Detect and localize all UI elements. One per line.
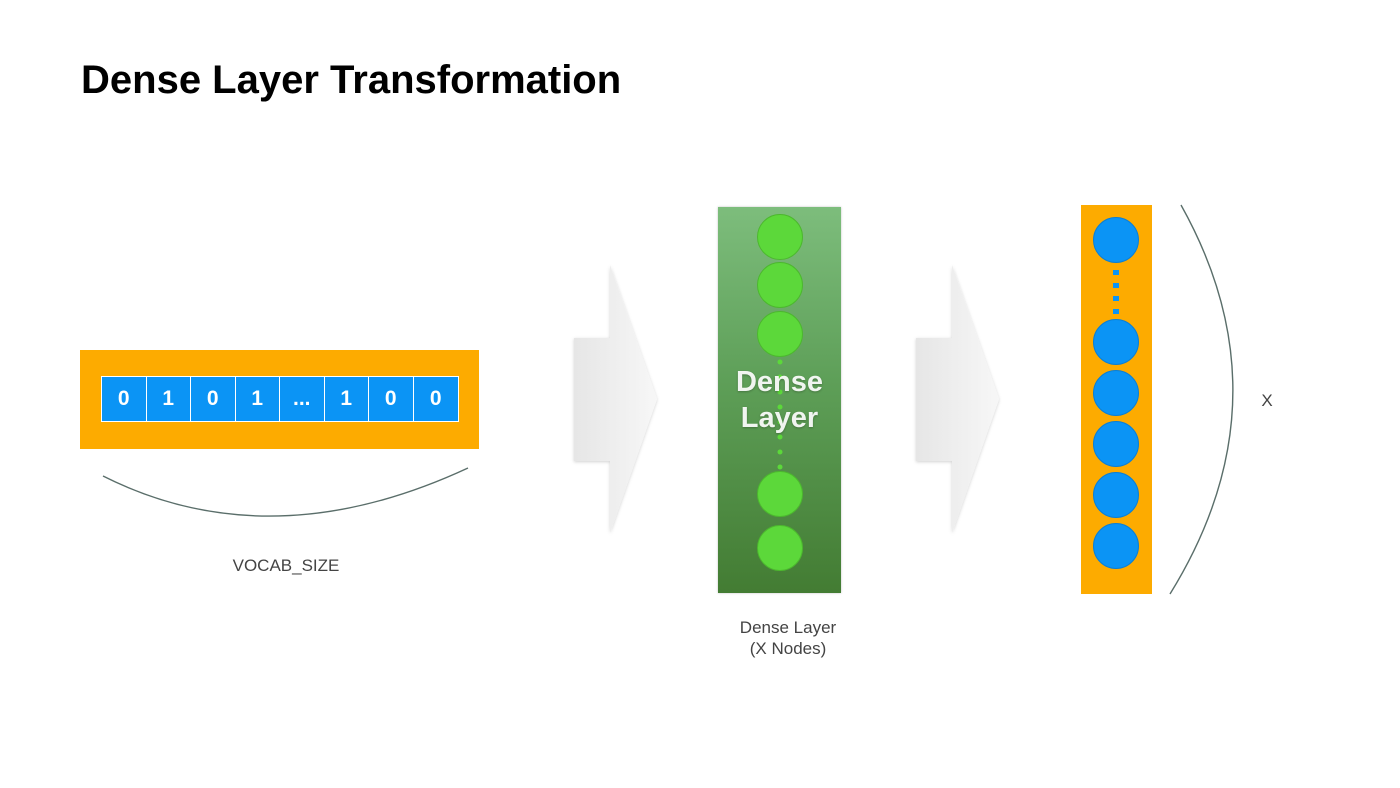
dense-layer-overlay-label: Dense Layer bbox=[718, 364, 841, 436]
dense-node bbox=[757, 311, 803, 357]
vector-cell-ellipsis: ... bbox=[280, 377, 325, 421]
page-title: Dense Layer Transformation bbox=[81, 58, 622, 102]
output-node bbox=[1093, 319, 1139, 365]
vocab-size-brace bbox=[102, 467, 469, 517]
dense-layer-caption: Dense Layer (X Nodes) bbox=[688, 617, 888, 659]
dense-node bbox=[757, 262, 803, 308]
x-brace bbox=[1169, 204, 1234, 595]
vector-cell: 0 bbox=[369, 377, 414, 421]
input-vector: 0 1 0 1 ... 1 0 0 bbox=[101, 376, 459, 422]
right-arrow-icon bbox=[574, 265, 657, 533]
dense-node bbox=[757, 471, 803, 517]
x-caption: X bbox=[1261, 391, 1273, 410]
vector-cell: 0 bbox=[191, 377, 236, 421]
vector-cell: 1 bbox=[146, 377, 191, 421]
right-arrow-icon bbox=[916, 265, 999, 533]
vector-cell: 0 bbox=[413, 377, 458, 421]
output-node-ellipsis bbox=[1113, 270, 1119, 314]
dense-node bbox=[757, 525, 803, 571]
dense-layer-overlay-line2: Layer bbox=[740, 402, 819, 434]
output-node bbox=[1093, 421, 1139, 467]
dense-node-ellipsis bbox=[777, 359, 783, 470]
output-node bbox=[1093, 472, 1139, 518]
vector-cell: 0 bbox=[102, 377, 147, 421]
dense-node bbox=[757, 214, 803, 260]
vocab-size-caption: VOCAB_SIZE bbox=[232, 556, 340, 575]
dense-layer-caption-line2: (X Nodes) bbox=[749, 639, 827, 658]
output-node bbox=[1093, 370, 1139, 416]
dense-layer-overlay-line1: Dense bbox=[735, 366, 824, 398]
vector-cell: 1 bbox=[324, 377, 369, 421]
output-node bbox=[1093, 523, 1139, 569]
dense-layer-caption-line1: Dense Layer bbox=[739, 618, 837, 637]
vector-cell: 1 bbox=[235, 377, 280, 421]
output-node bbox=[1093, 217, 1139, 263]
